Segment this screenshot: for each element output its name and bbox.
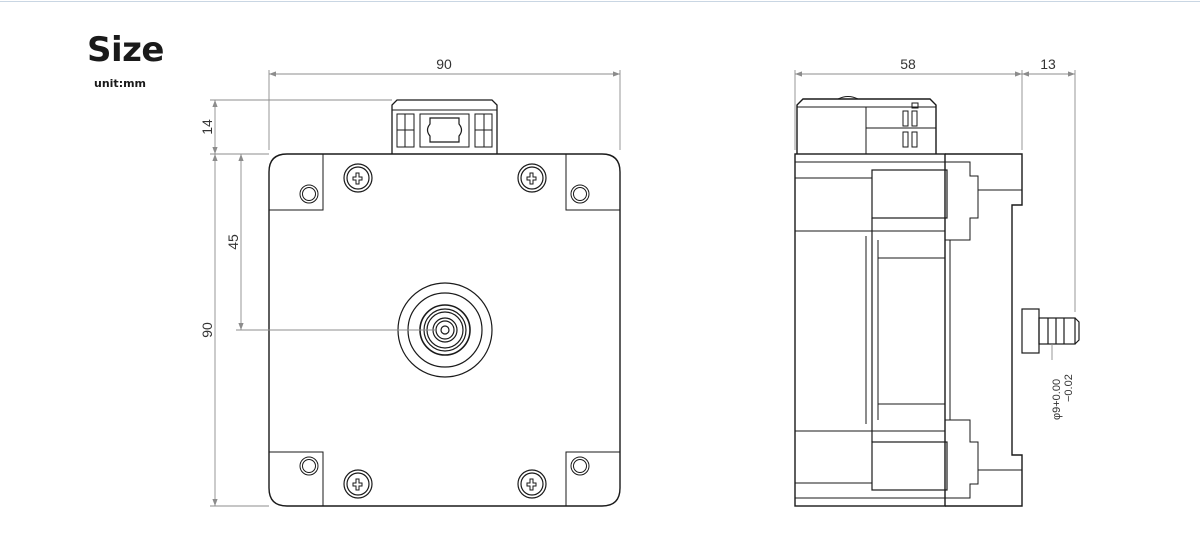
front-height-dim: 90	[199, 322, 215, 338]
screw-icon	[517, 469, 547, 499]
screw-icon	[343, 163, 373, 193]
screw-icon	[343, 469, 373, 499]
side-view	[794, 96, 1080, 507]
shaft	[1021, 308, 1080, 354]
side-length-dim: 58	[900, 56, 916, 72]
mounting-hole-icon	[299, 184, 319, 204]
side-body-outline	[794, 153, 946, 507]
page-title: Size	[87, 30, 165, 70]
mounting-hole-icon	[570, 456, 590, 476]
front-width-dim: 90	[436, 56, 452, 72]
unit-label: unit:mm	[94, 77, 147, 90]
mounting-hole-icon	[299, 456, 319, 476]
front-view	[268, 99, 621, 507]
mounting-hole-icon	[570, 184, 590, 204]
center-height-dim: 45	[225, 234, 241, 250]
screw-icon	[517, 163, 547, 193]
shaft-length-dim: 13	[1040, 56, 1056, 72]
front-body-outline	[268, 153, 621, 507]
connector-height-dim: 14	[199, 119, 215, 135]
front-dimensions	[210, 70, 621, 507]
side-dimensions	[794, 70, 1076, 360]
shaft-diameter-group: φ9+0.00 −0.02	[1051, 374, 1075, 420]
top-rule	[0, 1, 1200, 2]
shaft-tolerance-lower: −0.02	[1063, 374, 1075, 402]
shaft-diameter-dim: φ9+0.00	[1051, 379, 1063, 420]
connector	[391, 99, 498, 154]
